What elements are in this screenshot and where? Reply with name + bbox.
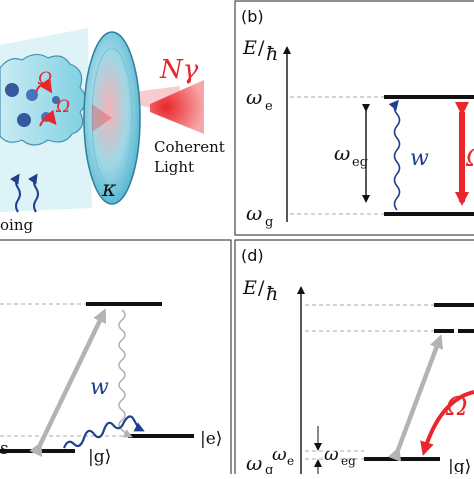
- panel-d-border: [234, 239, 474, 477]
- output-beam: [150, 80, 204, 134]
- level-g-sub: g: [265, 215, 273, 230]
- light-inside: [92, 104, 112, 132]
- pump-label: w: [410, 146, 429, 171]
- pump-arrow-1: [9, 173, 21, 213]
- output-line1: Coherent: [154, 138, 225, 156]
- pump-wavy-arrow: [62, 415, 145, 449]
- kappa-label: κ: [101, 177, 117, 202]
- drive-arrow-gray: [29, 308, 107, 458]
- drive-arrow-red: [420, 390, 474, 456]
- gap-sub: eg: [352, 155, 368, 170]
- pump-label: w: [90, 375, 109, 400]
- drive-label: Ω: [465, 144, 474, 172]
- drive-label: Ω: [445, 392, 468, 422]
- level-g-sub: g: [265, 463, 273, 474]
- axis-slash: /: [258, 37, 265, 59]
- atom: [52, 96, 60, 104]
- panel-b: (b) E / ħ ω e ω g ω eg w Ω: [241, 7, 474, 230]
- atom: [17, 113, 31, 127]
- omega-bottom-label: Ω: [55, 97, 70, 117]
- level-e-sub: e: [287, 454, 294, 468]
- pump-arrow-2: [27, 173, 39, 213]
- gap-label: ω: [334, 141, 350, 165]
- axis-hbar: ħ: [266, 43, 278, 65]
- decay-wavy-arrow: [118, 309, 133, 438]
- pump-label: oing: [0, 216, 33, 234]
- panel-c: w |g⟩ |e⟩ s: [0, 302, 222, 467]
- level-e-sub: e: [265, 99, 273, 114]
- level-g-label: ω: [246, 451, 262, 474]
- cavity-mirror-inner: [91, 47, 133, 189]
- cavity-mirror: [83, 31, 141, 205]
- drive-arrow-bottom: [39, 109, 57, 127]
- ket-fragment: |g⟩: [448, 457, 471, 474]
- level-g-label: ω: [246, 201, 262, 225]
- atom: [5, 83, 19, 97]
- ket-g-label: |g⟩: [88, 447, 111, 467]
- panel-c-border: [0, 239, 232, 477]
- panel-a: Ω Ω Nγ Coherent Light κ oing: [0, 28, 225, 234]
- gap-sub: eg: [341, 454, 356, 468]
- level-e-label: ω: [272, 444, 287, 465]
- panel-d-label: (d): [241, 246, 264, 265]
- atom: [26, 89, 38, 101]
- level-e-label: ω: [246, 85, 262, 109]
- ket-e-label: |e⟩: [200, 429, 222, 449]
- drive-arrow-top: [35, 77, 53, 94]
- energy-axis-label: E: [242, 277, 257, 299]
- pump-wavy-arrow: [388, 99, 401, 211]
- drive-arrow-gray: [387, 334, 444, 462]
- gap-label: ω: [324, 444, 339, 465]
- axis-slash: /: [258, 277, 265, 299]
- panel-d: (d) E / ħ ω eg ω g ω e Ω |g⟩: [241, 246, 474, 478]
- energy-axis-label: E: [242, 37, 257, 59]
- axis-hbar: ħ: [266, 283, 278, 305]
- panel-b-border: [234, 0, 474, 236]
- emission-label: Nγ: [159, 55, 199, 85]
- output-line2: Light: [154, 158, 194, 176]
- panel-b-label: (b): [241, 7, 264, 26]
- ket-left-fragment: s: [0, 439, 9, 459]
- omega-top-label: Ω: [37, 69, 52, 89]
